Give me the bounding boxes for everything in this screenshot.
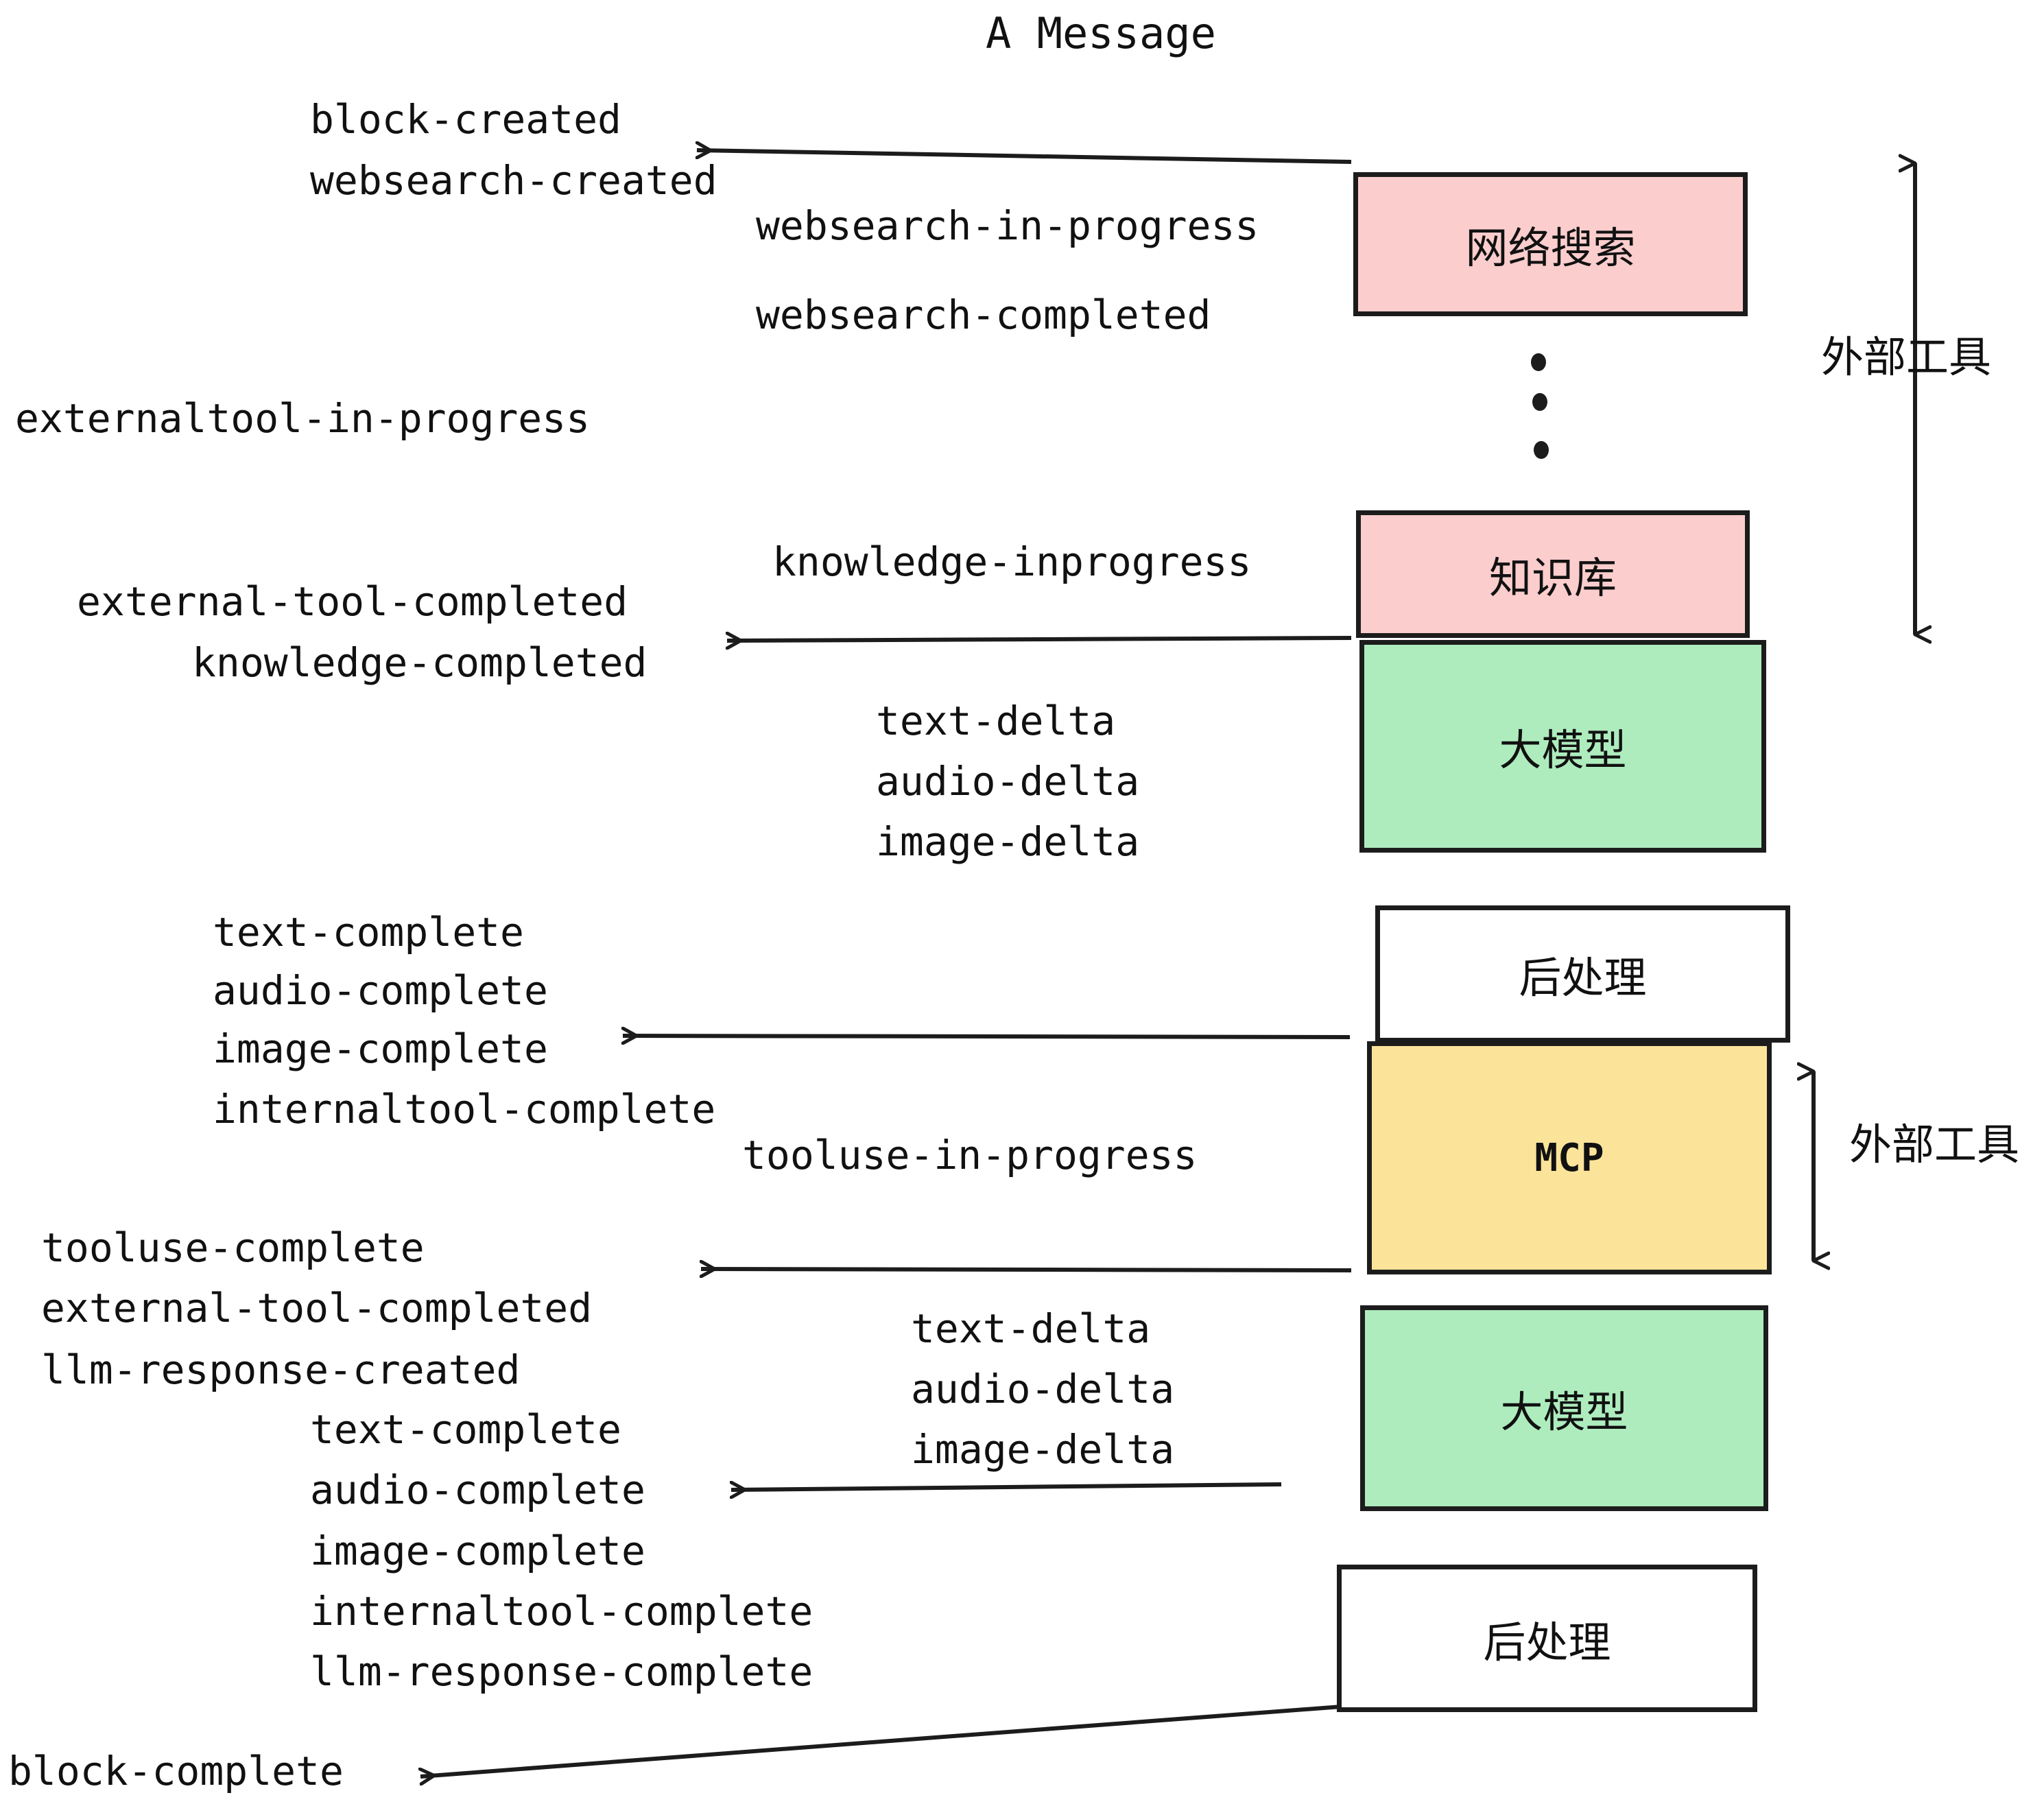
event-label-websearch-completed: websearch-completed [756, 292, 1211, 338]
event-label-websearch-created: websearch-created [310, 157, 717, 204]
event-label-tooluse-complete: tooluse-complete [41, 1224, 425, 1271]
event-label-text-delta-2: text-delta [911, 1305, 1151, 1352]
node-mcp[interactable]: MCP [1367, 1041, 1772, 1274]
group-label-external-tools-top: 外部工具 [1821, 332, 1992, 382]
event-label-image-delta-2: image-delta [911, 1426, 1175, 1473]
node-knowledge[interactable]: 知识库 [1356, 510, 1750, 638]
event-label-external-tool-completed-2: external-tool-completed [41, 1285, 593, 1331]
ellipsis-dot-3 [1534, 441, 1549, 459]
event-label-knowledge-completed: knowledge-completed [192, 639, 647, 686]
event-label-image-complete-2: image-complete [310, 1528, 645, 1574]
event-label-tooluse-in-progress: tooluse-in-progress [742, 1132, 1198, 1178]
node-llm-2[interactable]: 大模型 [1360, 1305, 1768, 1511]
node-postprocess-2-label: 后处理 [1483, 1617, 1611, 1667]
arrow-knowledge-to-completed [727, 638, 1352, 641]
event-label-audio-delta-1: audio-delta [876, 758, 1140, 805]
event-label-knowledge-inprogress: knowledge-inprogress [772, 538, 1252, 585]
event-label-image-delta-1: image-delta [876, 818, 1140, 865]
node-postprocess-2[interactable]: 后处理 [1337, 1565, 1757, 1712]
event-label-text-delta-1: text-delta [876, 698, 1116, 744]
arrow-postprocess1-to-image-complete [623, 1036, 1351, 1037]
event-label-audio-complete-1: audio-complete [213, 967, 548, 1014]
node-mcp-label: MCP [1534, 1135, 1604, 1180]
node-websearch-label: 网络搜索 [1465, 223, 1636, 273]
group-label-external-tools-bottom: 外部工具 [1849, 1119, 2020, 1170]
node-websearch[interactable]: 网络搜索 [1353, 172, 1748, 316]
event-label-websearch-in-progress: websearch-in-progress [756, 202, 1259, 249]
event-label-image-complete-1: image-complete [213, 1025, 548, 1072]
node-llm-2-label: 大模型 [1500, 1387, 1628, 1437]
ellipsis-dot-1 [1531, 353, 1546, 371]
node-knowledge-label: 知识库 [1488, 553, 1617, 603]
arrow-llm2-to-audio-complete [731, 1484, 1282, 1490]
node-postprocess-1[interactable]: 后处理 [1375, 905, 1790, 1043]
node-postprocess-1-label: 后处理 [1519, 953, 1647, 1003]
event-label-text-complete-1: text-complete [213, 909, 524, 956]
event-label-block-created: block-created [310, 96, 621, 143]
node-llm-1-label: 大模型 [1499, 725, 1627, 775]
event-label-audio-delta-2: audio-delta [911, 1366, 1175, 1412]
arrow-mcp-to-tooluse-complete [701, 1269, 1352, 1270]
event-label-internaltool-complete-2: internaltool-complete [310, 1588, 813, 1635]
arrow-websearch-to-created [697, 150, 1352, 164]
event-label-block-complete: block-complete [8, 1748, 344, 1794]
node-llm-1[interactable]: 大模型 [1359, 640, 1766, 853]
event-label-external-tool-completed-1: external-tool-completed [77, 578, 628, 625]
event-label-audio-complete-2: audio-complete [310, 1467, 645, 1513]
diagram-title: A Message [986, 8, 1216, 58]
event-label-llm-response-complete: llm-response-complete [310, 1648, 813, 1695]
event-label-text-complete-2: text-complete [310, 1406, 621, 1453]
arrow-postprocess2-to-block-complete [420, 1705, 1342, 1777]
event-label-llm-response-created: llm-response-created [41, 1346, 521, 1393]
ellipsis-dot-2 [1532, 393, 1547, 411]
event-label-externaltool-in-progress: externaltool-in-progress [15, 395, 591, 442]
event-label-internaltool-complete-1: internaltool-complete [213, 1086, 716, 1132]
